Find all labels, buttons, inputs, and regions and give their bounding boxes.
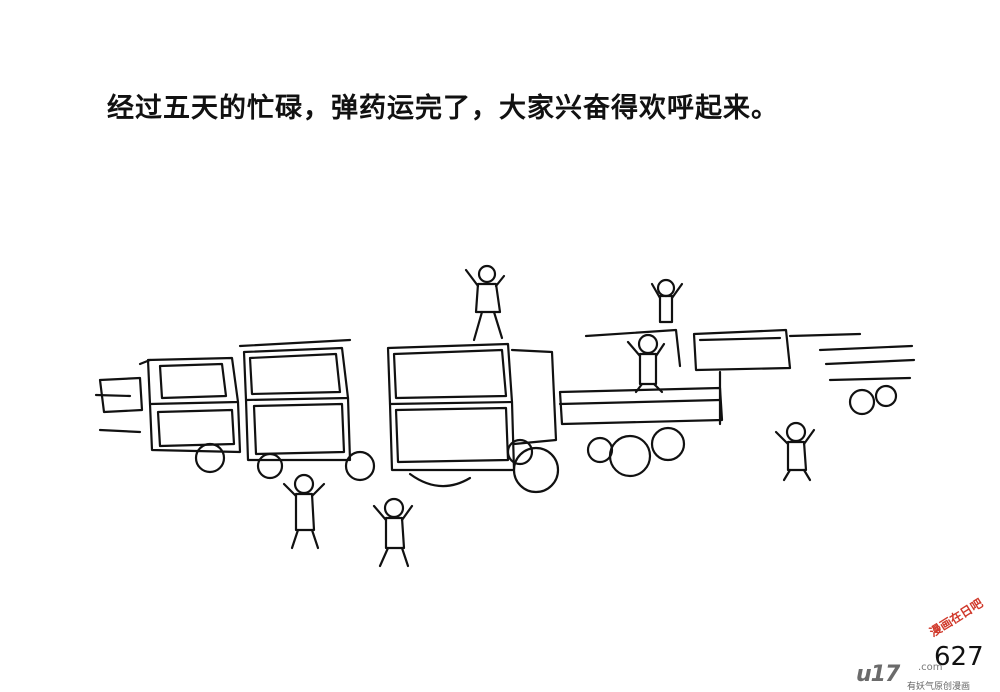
figure-right bbox=[774, 421, 816, 482]
watermark-logo: u17 bbox=[856, 662, 900, 687]
watermark-tagline: 有妖气原创漫画 bbox=[907, 682, 971, 692]
watermark: 漫画在日吧 u17 .com 有妖气原创漫画 bbox=[856, 596, 1000, 692]
truck-left-fragment bbox=[94, 376, 144, 434]
truck-right bbox=[692, 328, 916, 426]
truck-1 bbox=[138, 356, 242, 474]
figure-bottom-center bbox=[372, 497, 414, 568]
truck-2 bbox=[238, 338, 376, 482]
watermark-domain: .com bbox=[918, 662, 943, 673]
figure-on-truck-center bbox=[464, 264, 506, 342]
figure-top-right bbox=[650, 278, 684, 324]
flatbed-trailer bbox=[558, 328, 724, 478]
page-number: 627 bbox=[934, 642, 984, 672]
figure-bottom-left bbox=[282, 473, 326, 550]
caption-text: 经过五天的忙碌，弹药运完了，大家兴奋得欢呼起来。 bbox=[107, 93, 779, 124]
figure-on-flatbed bbox=[626, 333, 666, 394]
truck-3 bbox=[386, 342, 560, 494]
